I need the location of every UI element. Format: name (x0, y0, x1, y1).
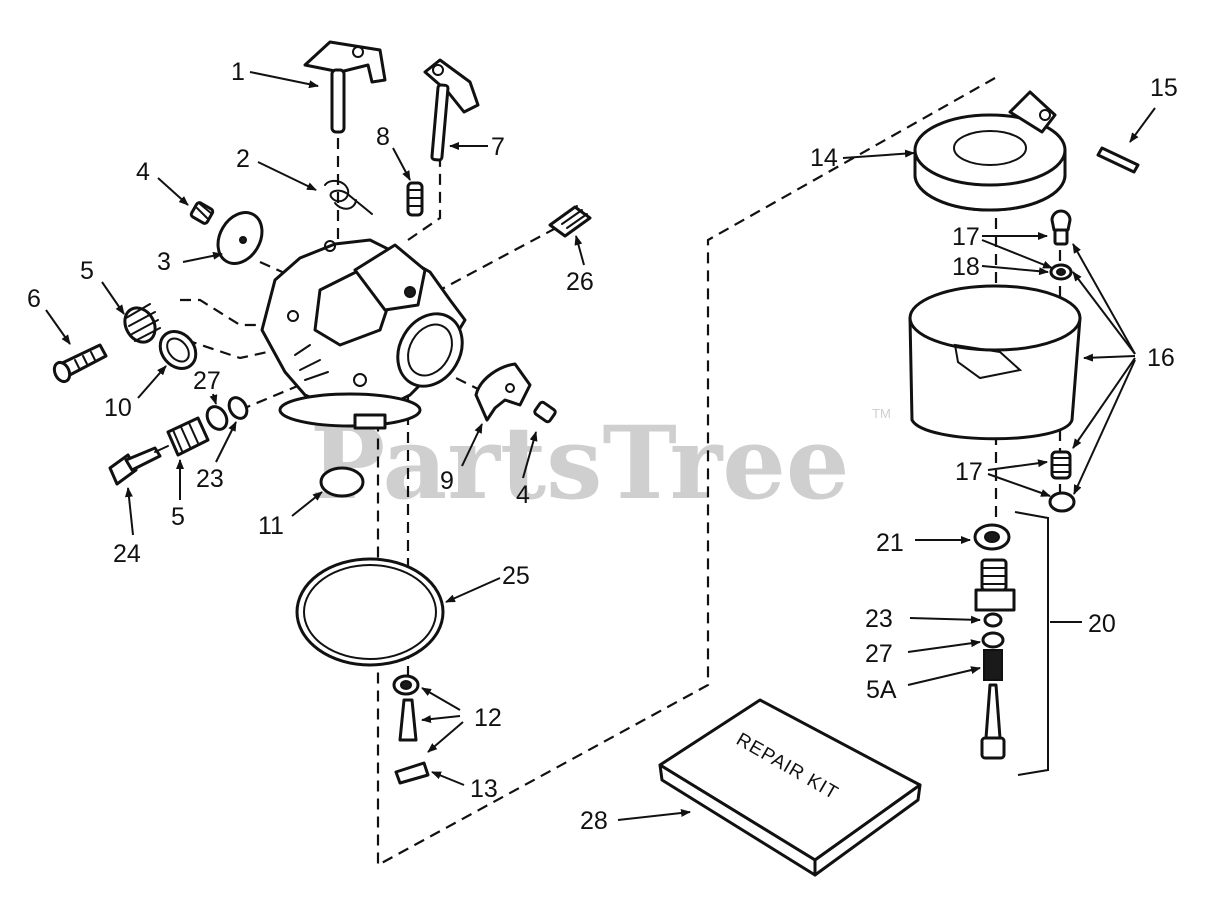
callout-8: 8 (376, 123, 390, 151)
part-washer-21 (973, 523, 1011, 551)
part-gasket-25 (295, 557, 445, 667)
callout-12: 12 (474, 704, 502, 732)
watermark-text: PartsTree (310, 404, 850, 522)
part-needle-24 (108, 445, 169, 486)
callout-28: 28 (580, 807, 608, 835)
part-bracket-9 (474, 362, 532, 422)
callout-15: 15 (1150, 74, 1178, 102)
callout-23-left: 23 (196, 465, 224, 493)
part-spring-5-upper (123, 303, 161, 344)
part-upper-stack (1049, 209, 1073, 281)
part-bowl-cover-14 (913, 90, 1067, 212)
part-choke-shaft (423, 58, 480, 162)
callout-5A: 5A (866, 676, 897, 704)
part-bowl-nut (974, 558, 1016, 612)
callout-20: 20 (1088, 610, 1116, 638)
callout-18: 18 (952, 253, 980, 281)
part-throttle-shaft (303, 40, 387, 134)
part-idle-screw (52, 343, 108, 384)
callout-2: 2 (236, 145, 250, 173)
callout-6: 6 (27, 285, 41, 313)
callout-13: 13 (470, 775, 498, 803)
callout-26: 26 (566, 268, 594, 296)
callout-9: 9 (440, 467, 454, 495)
part-pin-15 (1096, 146, 1140, 174)
callout-4-lower: 4 (516, 481, 530, 509)
callout-25: 25 (502, 562, 530, 590)
callout-labels: 1 2 3 4 5 6 7 8 10 27 23 24 5 11 9 4 26 … (27, 58, 1178, 835)
callout-24: 24 (113, 540, 141, 568)
callout-14: 14 (810, 144, 838, 172)
callout-5-upper: 5 (80, 257, 94, 285)
part-fitting-26 (548, 205, 592, 238)
bracket-20 (1014, 511, 1049, 776)
part-needle-5A (980, 649, 1006, 760)
part-lower-spring (1048, 450, 1076, 513)
callout-21: 21 (876, 529, 904, 557)
part-screw-8 (406, 181, 424, 217)
part-carburetor-body (260, 238, 467, 430)
part-float-bowl-16 (908, 284, 1082, 441)
part-washers-right (981, 612, 1005, 649)
callout-1: 1 (231, 58, 245, 86)
callout-4-upper: 4 (136, 158, 150, 186)
callout-5-lower: 5 (171, 503, 185, 531)
callout-10: 10 (104, 394, 132, 422)
callout-27-left: 27 (193, 367, 221, 395)
leader-arrows (45, 71, 1156, 821)
part-screw-4-lower (533, 400, 557, 424)
callout-3: 3 (157, 248, 171, 276)
callout-23-right: 23 (865, 605, 893, 633)
part-clip-13 (394, 761, 430, 785)
callout-27-right: 27 (865, 640, 893, 668)
callout-7: 7 (491, 133, 505, 161)
callout-11: 11 (258, 512, 284, 540)
part-plug-11 (319, 466, 365, 498)
part-spring-5-lower (166, 416, 210, 457)
part-ring-10 (158, 330, 198, 370)
watermark: PartsTree TM (310, 404, 891, 522)
part-washers-left (205, 396, 249, 431)
part-choke-plate (216, 211, 264, 265)
part-screw-4-upper (189, 201, 215, 225)
callout-17-upper: 17 (952, 223, 980, 251)
callout-16: 16 (1147, 344, 1175, 372)
part-needle-seat-12 (392, 674, 420, 742)
part-repair-kit: REPAIR KIT (658, 698, 922, 877)
part-spring-2 (324, 179, 373, 215)
callout-17-lower: 17 (955, 458, 983, 486)
watermark-trademark: TM (872, 406, 891, 421)
